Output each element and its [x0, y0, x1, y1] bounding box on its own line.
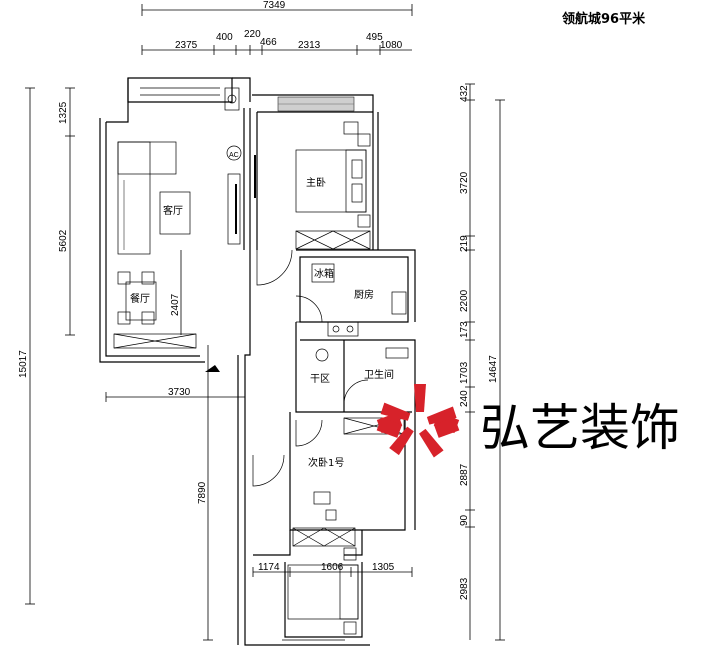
dim-right-seg-3: 219 — [459, 235, 470, 252]
tv-cabinet — [227, 173, 241, 245]
bottom-bed — [287, 564, 359, 620]
dim-top-seg-1: 2375 — [175, 40, 198, 51]
living-furniture: 客厅 AC — [117, 141, 256, 255]
dining-furniture: 餐厅 — [113, 271, 197, 349]
room-label-dining: 餐厅 — [130, 292, 150, 305]
doors — [205, 249, 369, 487]
left-dimensions: 15017 1325 5602 2407 3730 7890 — [18, 87, 246, 641]
second-bedroom-furniture: 次卧1号 — [292, 456, 356, 547]
ac-label: AC — [229, 152, 239, 159]
dim-dining-depth: 2407 — [170, 293, 181, 316]
room-label-living: 客厅 — [163, 204, 183, 217]
dim-right-seg-7: 240 — [459, 390, 470, 407]
room-label-dry-area: 干区 — [310, 373, 330, 385]
dim-right-seg-10: 2983 — [459, 577, 470, 600]
room-label-second-bedroom: 次卧1号 — [308, 456, 344, 469]
dim-top-seg-5: 2313 — [298, 40, 321, 51]
right-dimensions: 14647 432 3720 219 2200 173 1703 240 288… — [459, 83, 505, 641]
dim-top-seg-6: 495 — [366, 32, 383, 43]
washbasin — [315, 348, 329, 362]
dining-cabinet — [113, 333, 197, 349]
master-wardrobe — [295, 230, 371, 250]
room-label-bathroom: 卫生间 — [364, 368, 394, 381]
plan-title: 领航城96平米 — [562, 11, 646, 27]
dim-lower-left-depth: 7890 — [197, 481, 208, 504]
dim-lower-width: 3730 — [168, 387, 191, 398]
ac-icon — [226, 145, 242, 161]
sofa-back — [117, 141, 177, 175]
stove — [327, 321, 359, 337]
dim-left-seg-1: 1325 — [58, 101, 69, 124]
balcony — [140, 87, 355, 641]
dim-right-seg-5: 173 — [459, 321, 470, 338]
dining-table — [125, 281, 157, 321]
room-label-kitchen: 厨房 — [354, 288, 374, 301]
room-label-fridge: 冰箱 — [314, 267, 334, 280]
coffee-table — [159, 191, 191, 235]
dim-top-seg-7: 1080 — [380, 40, 403, 51]
brand-logo: 弘艺装饰 — [376, 384, 680, 458]
dim-top-seg-2: 400 — [216, 32, 233, 43]
dim-bottom-seg-3: 1305 — [372, 562, 395, 573]
dim-top-seg-3: 220 — [244, 29, 261, 40]
sofa — [117, 141, 151, 255]
kitchen-furniture: 冰箱 厨房 — [311, 263, 407, 337]
dim-left-overall: 15017 — [18, 350, 29, 378]
master-bedroom-furniture: 主卧 — [295, 121, 371, 250]
dim-right-seg-4: 2200 — [459, 289, 470, 312]
room-label-master: 主卧 — [306, 176, 326, 189]
brand-mark — [376, 384, 460, 458]
dim-left-seg-2: 5602 — [58, 229, 69, 252]
dim-right-seg-8: 2887 — [459, 463, 470, 486]
sink — [391, 291, 407, 315]
second-wardrobe — [292, 527, 356, 547]
bottom-dimensions: 1174 1606 1305 — [252, 562, 413, 577]
dim-right-seg-9: 90 — [459, 514, 470, 526]
dim-right-seg-1: 432 — [459, 85, 470, 102]
brand-name: 弘艺装饰 — [480, 399, 680, 457]
dim-top-seg-4: 466 — [260, 37, 277, 48]
dim-right-seg-2: 3720 — [459, 171, 470, 194]
top-dimensions: 7349 2375 400 220 466 2313 495 1080 — [141, 0, 413, 55]
dim-bottom-seg-2: 1606 — [321, 562, 344, 573]
dim-right-seg-6: 1703 — [459, 361, 470, 384]
dim-right-overall: 14647 — [488, 355, 499, 383]
dim-top-total: 7349 — [263, 0, 286, 11]
dim-bottom-seg-1: 1174 — [258, 562, 280, 573]
bathroom-furniture: 干区 卫生间 — [310, 347, 409, 435]
bottom-bedroom-furniture — [287, 547, 359, 635]
fridge — [311, 263, 335, 283]
walls — [99, 77, 416, 646]
